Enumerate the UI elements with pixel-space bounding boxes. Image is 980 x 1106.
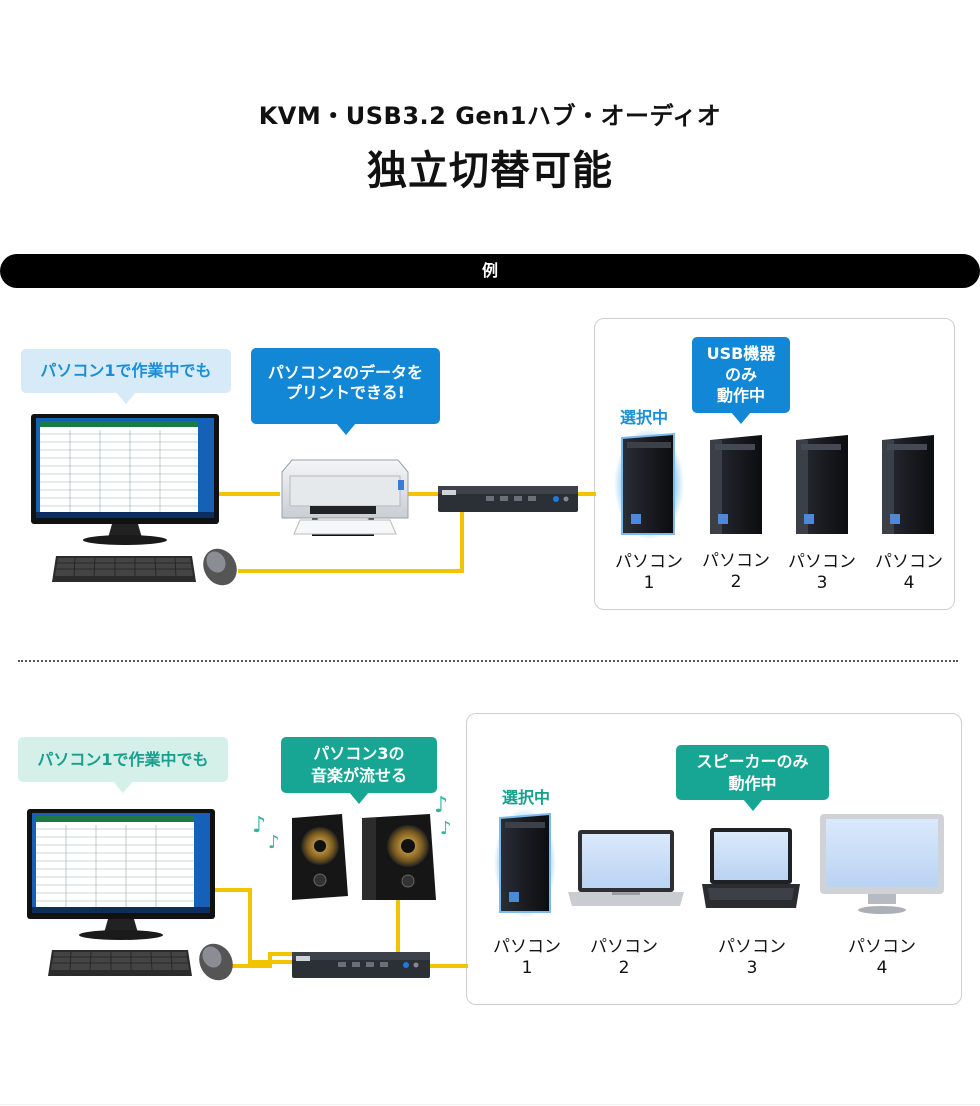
svg-text:♪: ♪ [252,813,266,838]
pc-label-number: 3 [782,573,862,594]
selected-label-example2: 選択中 [502,784,550,808]
laptop-2-example2 [568,830,684,906]
bubble-usb-example1: USB機器 のみ 動作中 [692,337,790,413]
bubble-audio-line2: 音楽が流せる [281,765,437,787]
bubble-working-example1: パソコン1で作業中でも [21,349,231,393]
bubble-tail [113,781,133,793]
bubble-working-text: パソコン1で作業中でも [40,361,211,380]
selected-label-example1: 選択中 [620,404,668,428]
pc-label-3-example2: パソコン 3 [712,937,792,979]
pc-label-name: パソコン [869,552,949,573]
pc-label-1-example2: パソコン 1 [487,937,567,979]
pc-label-number: 4 [869,573,949,594]
pc-label-name: パソコン [782,552,862,573]
bubble-tail [116,392,136,404]
pc-label-4-example1: パソコン 4 [869,552,949,594]
pc-label-name: パソコン [712,937,792,958]
svg-text:♪: ♪ [268,832,280,853]
printer-example1 [282,460,408,536]
laptop-3-example2 [702,828,800,908]
pc-label-number: 2 [584,958,664,979]
bottom-divider [0,1104,980,1105]
kvm-switch-example2 [292,952,430,978]
bubble-working-example2: パソコン1で作業中でも [18,737,228,782]
pc-label-2-example2: パソコン 2 [584,937,664,979]
pc-label-number: 3 [712,958,792,979]
svg-text:♪: ♪ [440,818,452,839]
speaker-right [362,814,436,900]
bubble-tail [349,792,369,804]
pc-label-number: 1 [609,573,689,594]
pc-tower-3-example1 [796,435,848,534]
bubble-speaker-line2: 動作中 [676,773,829,795]
pc-label-1-example1: パソコン 1 [609,552,689,594]
monitor-4-example2 [820,814,944,914]
pc-label-number: 2 [696,572,776,593]
pc-label-name: パソコン [696,551,776,572]
pc-label-number: 1 [487,958,567,979]
mouse-example2 [193,938,240,987]
bubble-usb-line3: 動作中 [692,385,790,406]
keyboard-example2 [48,950,192,976]
pc-label-4-example2: パソコン 4 [842,937,922,979]
pc-label-number: 4 [842,958,922,979]
bubble-audio-example2: パソコン3の 音楽が流せる [281,737,437,793]
pc-tower-1-example1 [614,428,684,540]
bubble-tail [336,423,356,435]
pc-label-2-example1: パソコン 2 [696,551,776,593]
svg-text:♪: ♪ [434,793,448,818]
speaker-left [292,814,348,900]
monitor-example1 [31,414,219,545]
pc-tower-4-example1 [882,435,934,534]
pc-label-name: パソコン [842,937,922,958]
mouse-example1 [197,543,244,592]
bubble-audio-line1: パソコン3の [281,743,437,765]
keyboard-example1 [52,556,196,582]
pc-label-name: パソコン [609,552,689,573]
pc-tower-2-example1 [710,435,762,534]
bubble-tail [731,412,751,424]
bubble-usb-line1: USB機器 [692,343,790,364]
pc-label-3-example1: パソコン 3 [782,552,862,594]
bubble-usb-line2: のみ [692,364,790,385]
bubble-tail [743,799,763,811]
pc-label-name: パソコン [584,937,664,958]
pc-label-name: パソコン [487,937,567,958]
monitor-example2 [27,809,215,940]
bubble-print-example1: パソコン2のデータを プリントできる! [251,348,440,424]
kvm-switch-example1 [438,486,578,512]
bubble-print-line2: プリントできる! [251,383,440,403]
bubble-working-text: パソコン1で作業中でも [37,750,208,769]
bubble-speaker-line1: スピーカーのみ [676,751,829,773]
bubble-speaker-example2: スピーカーのみ 動作中 [676,745,829,800]
bubble-print-line1: パソコン2のデータを [251,363,440,383]
pc-tower-1-example2 [494,808,556,918]
